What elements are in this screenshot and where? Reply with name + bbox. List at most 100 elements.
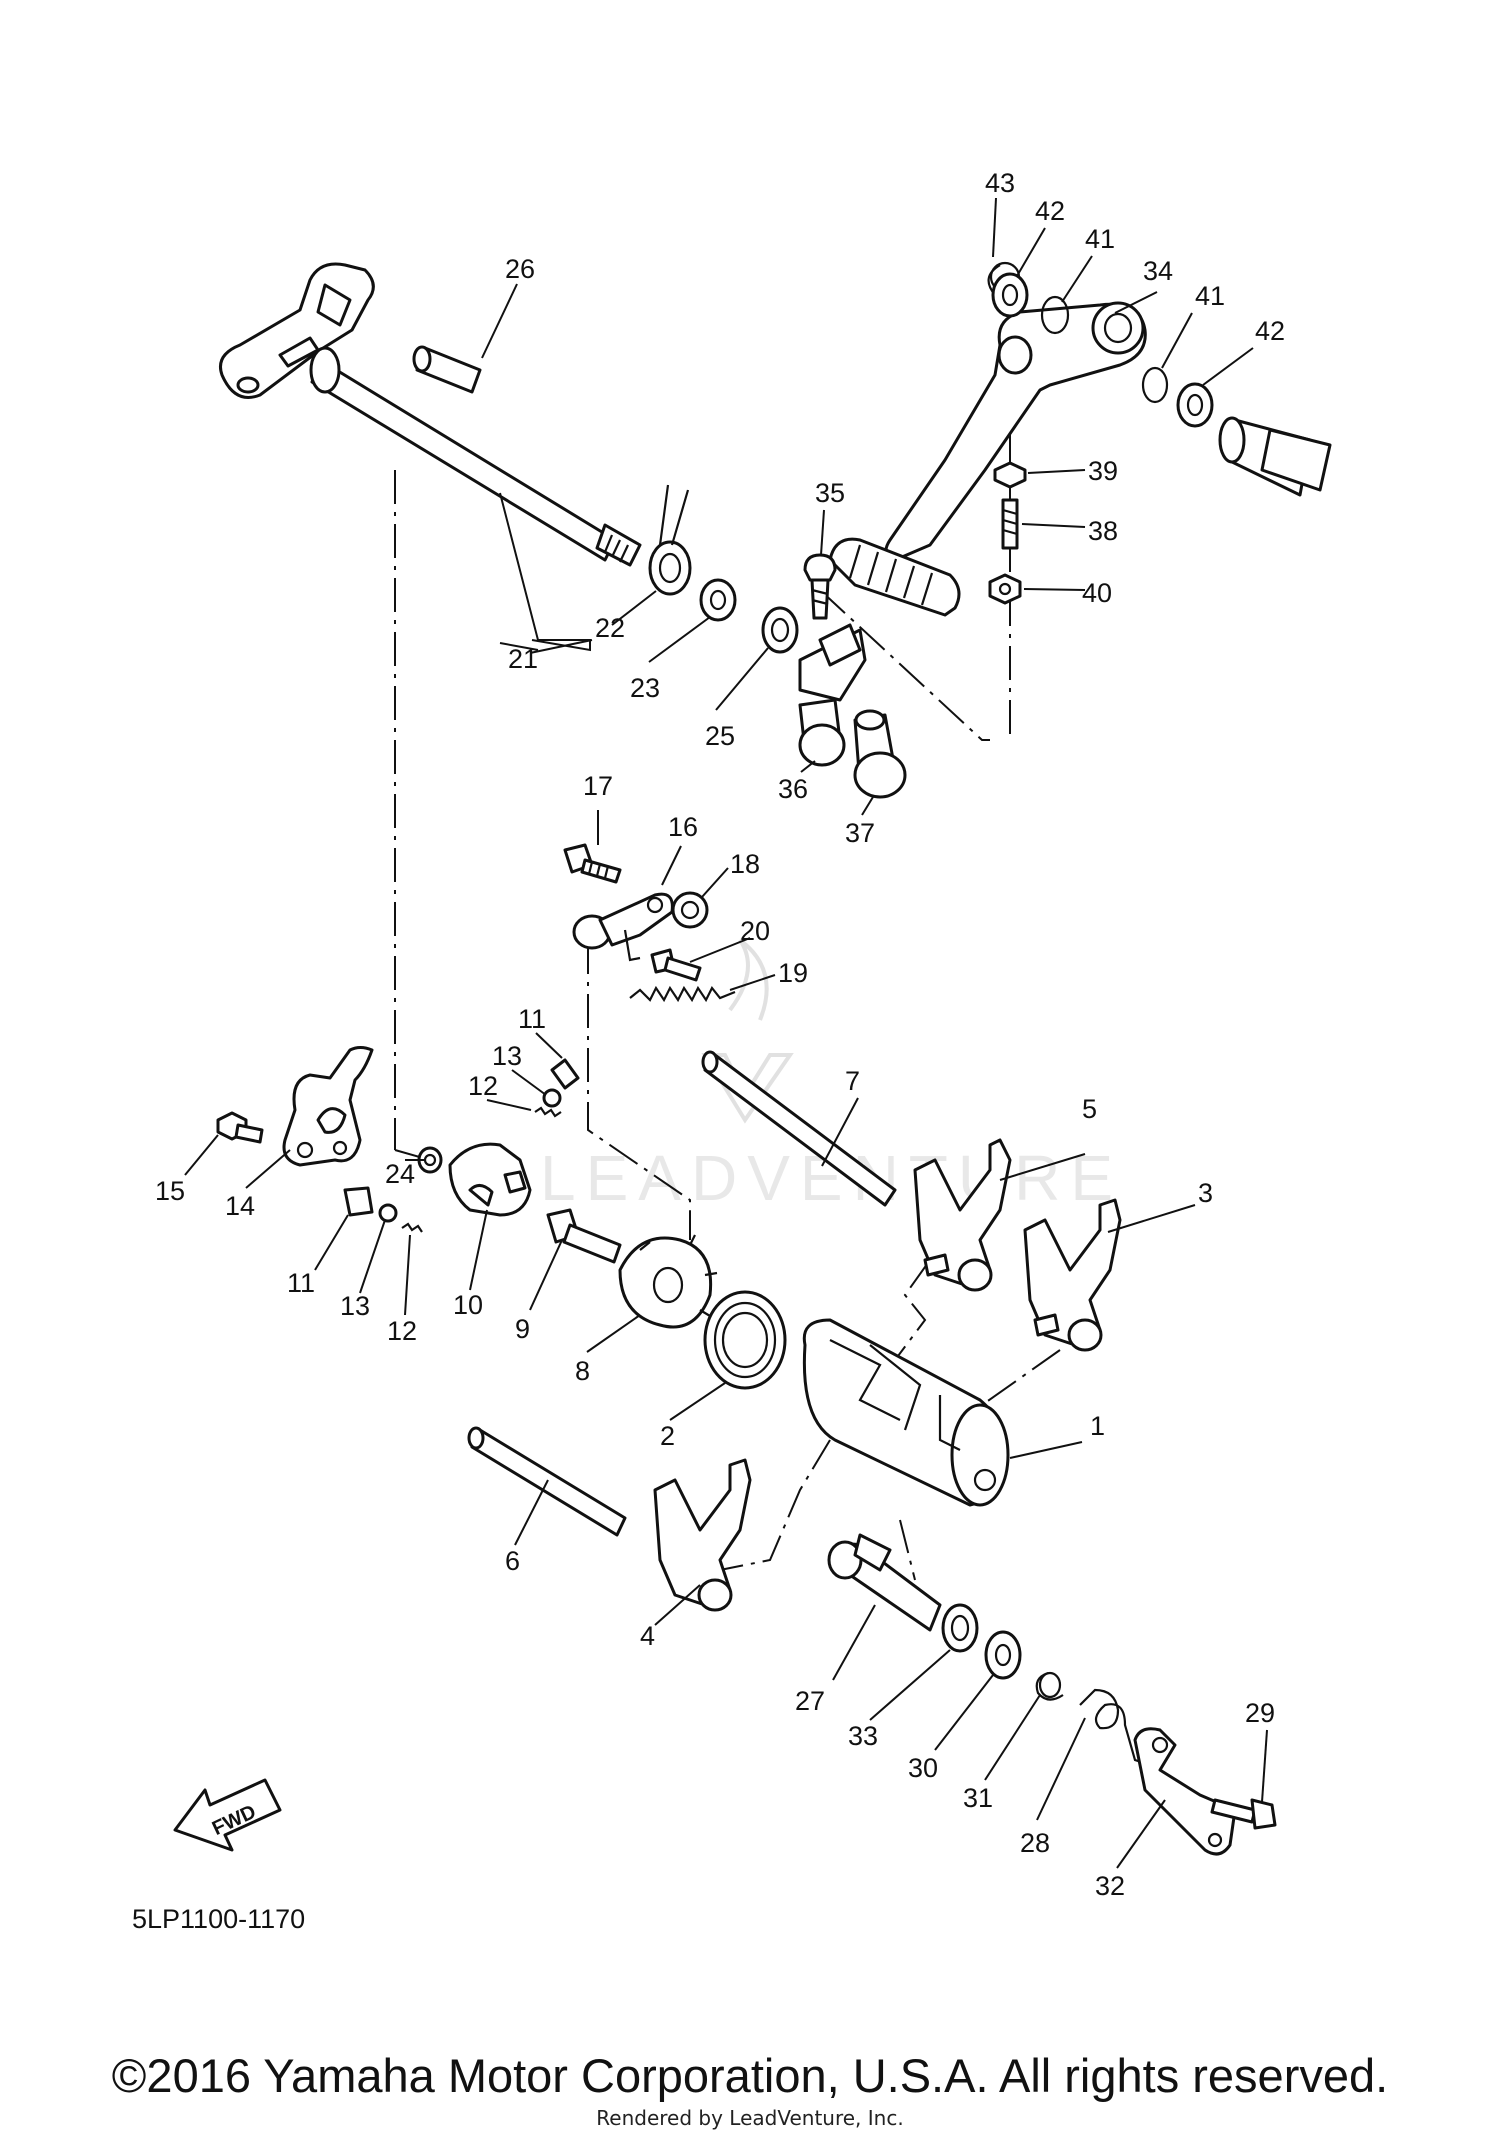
callout-41a: 41 [1085,224,1115,254]
part-12-spring-upper [534,1106,562,1118]
callout-41b: 41 [1195,281,1225,311]
part-38-bolt [1001,498,1019,550]
part-22-return-spring [648,484,692,596]
callout-20: 20 [740,916,770,946]
callout-42a: 42 [1035,196,1065,226]
part-1-shift-drum [802,1318,1010,1507]
callout-32: 32 [1095,1871,1125,1901]
part-39-nut [993,461,1027,489]
pivot-shaft [1218,416,1332,497]
callout-22: 22 [595,613,625,643]
part-21-shift-shaft [219,262,642,567]
part-11-pawl-lower [343,1186,374,1217]
diagram-code: 5LP1100-1170 [132,1904,305,1934]
callout-36: 36 [778,774,808,804]
callout-7: 7 [845,1066,860,1096]
part-12-spring-lower [401,1222,423,1233]
part-8-segment [618,1234,718,1329]
part-10-cam [448,1142,532,1217]
callout-labels: 1 2 3 4 5 6 7 8 9 10 11 13 12 11 13 12 1… [155,168,1285,1901]
pedal-rubber [828,537,961,617]
callout-11b: 11 [287,1268,315,1298]
callout-17: 17 [583,771,613,801]
callout-19: 19 [778,958,808,988]
part-17-bolt [563,843,622,884]
part-15-bolt [216,1111,264,1144]
callout-12a: 12 [468,1071,498,1101]
callout-29: 29 [1245,1698,1275,1728]
part-41-o-ring-upper [1040,295,1070,335]
part-27-shaft [827,1533,942,1632]
callout-40: 40 [1082,578,1112,608]
callout-35: 35 [815,478,845,508]
part-34-shift-pedal [884,301,1147,562]
callout-15: 15 [155,1176,185,1206]
callout-18: 18 [730,849,760,879]
callout-26: 26 [505,254,535,284]
callout-14: 14 [225,1191,255,1221]
callout-12b: 12 [387,1316,417,1346]
callout-11a: 11 [518,1004,546,1034]
callout-25: 25 [705,721,735,751]
callout-31: 31 [963,1783,993,1813]
callout-23: 23 [630,673,660,703]
callout-33: 33 [848,1721,878,1751]
callout-21: 21 [508,644,538,674]
callout-2: 2 [660,1421,675,1451]
callout-1: 1 [1090,1411,1105,1441]
part-42-washer-upper [991,272,1029,318]
part-33-oil-seal [941,1603,979,1653]
part-2-bearing [703,1290,787,1390]
part-31-circlip [1035,1671,1064,1701]
part-13-pin-upper [542,1088,562,1108]
copyright-notice: ©2016 Yamaha Motor Corporation, U.S.A. A… [111,2049,1389,2102]
fwd-arrow-icon: FWD [173,1778,282,1852]
part-14-segment-plate [282,1046,374,1167]
part-30-washer [984,1630,1022,1680]
callout-13a: 13 [492,1041,522,1071]
part-35-bolt [803,553,837,620]
callout-13b: 13 [340,1291,370,1321]
part-24-pin [417,1146,443,1174]
callout-37: 37 [845,818,875,848]
part-11-pawl-upper [550,1058,580,1090]
part-6-guide-bar [467,1426,627,1537]
part-25-oil-seal [761,606,799,654]
callout-5: 5 [1082,1094,1097,1124]
callout-3: 3 [1198,1178,1213,1208]
part-13-pin-lower [378,1203,398,1223]
part-18-collar [671,891,709,929]
shift-arm-lever [798,623,867,702]
part-20-bolt [650,948,702,982]
part-19-spring [629,985,736,1003]
part-4-shift-fork [653,1458,752,1612]
callout-6: 6 [505,1546,520,1576]
part-9-bolt [546,1208,622,1264]
part-16-stopper-lever [572,892,674,962]
callout-42b: 42 [1255,316,1285,346]
part-23-washer [699,578,737,622]
callout-8: 8 [575,1356,590,1386]
part-42-washer-lower [1176,382,1214,428]
callout-27: 27 [795,1686,825,1716]
callout-4: 4 [640,1621,655,1651]
callout-24: 24 [385,1159,415,1189]
part-7-guide-bar [701,1050,897,1207]
rendered-by-credit: Rendered by LeadVenture, Inc. [596,2106,904,2130]
part-28-spring [1079,1688,1151,1767]
leader-lines [184,197,1268,1869]
callout-39: 39 [1088,456,1118,486]
part-26-dowel-pin [412,345,482,394]
part-32-bracket [1133,1727,1237,1856]
callout-43: 43 [985,168,1015,198]
callout-16: 16 [668,812,698,842]
callout-10: 10 [453,1290,483,1320]
callout-9: 9 [515,1314,530,1344]
part-40-nut [988,573,1022,605]
part-29-bolt [1210,1798,1277,1830]
part-41-o-ring-lower [1141,366,1169,404]
callout-28: 28 [1020,1828,1050,1858]
part-3-shift-fork [1023,1198,1122,1352]
part-5-shift-fork [913,1138,1012,1292]
